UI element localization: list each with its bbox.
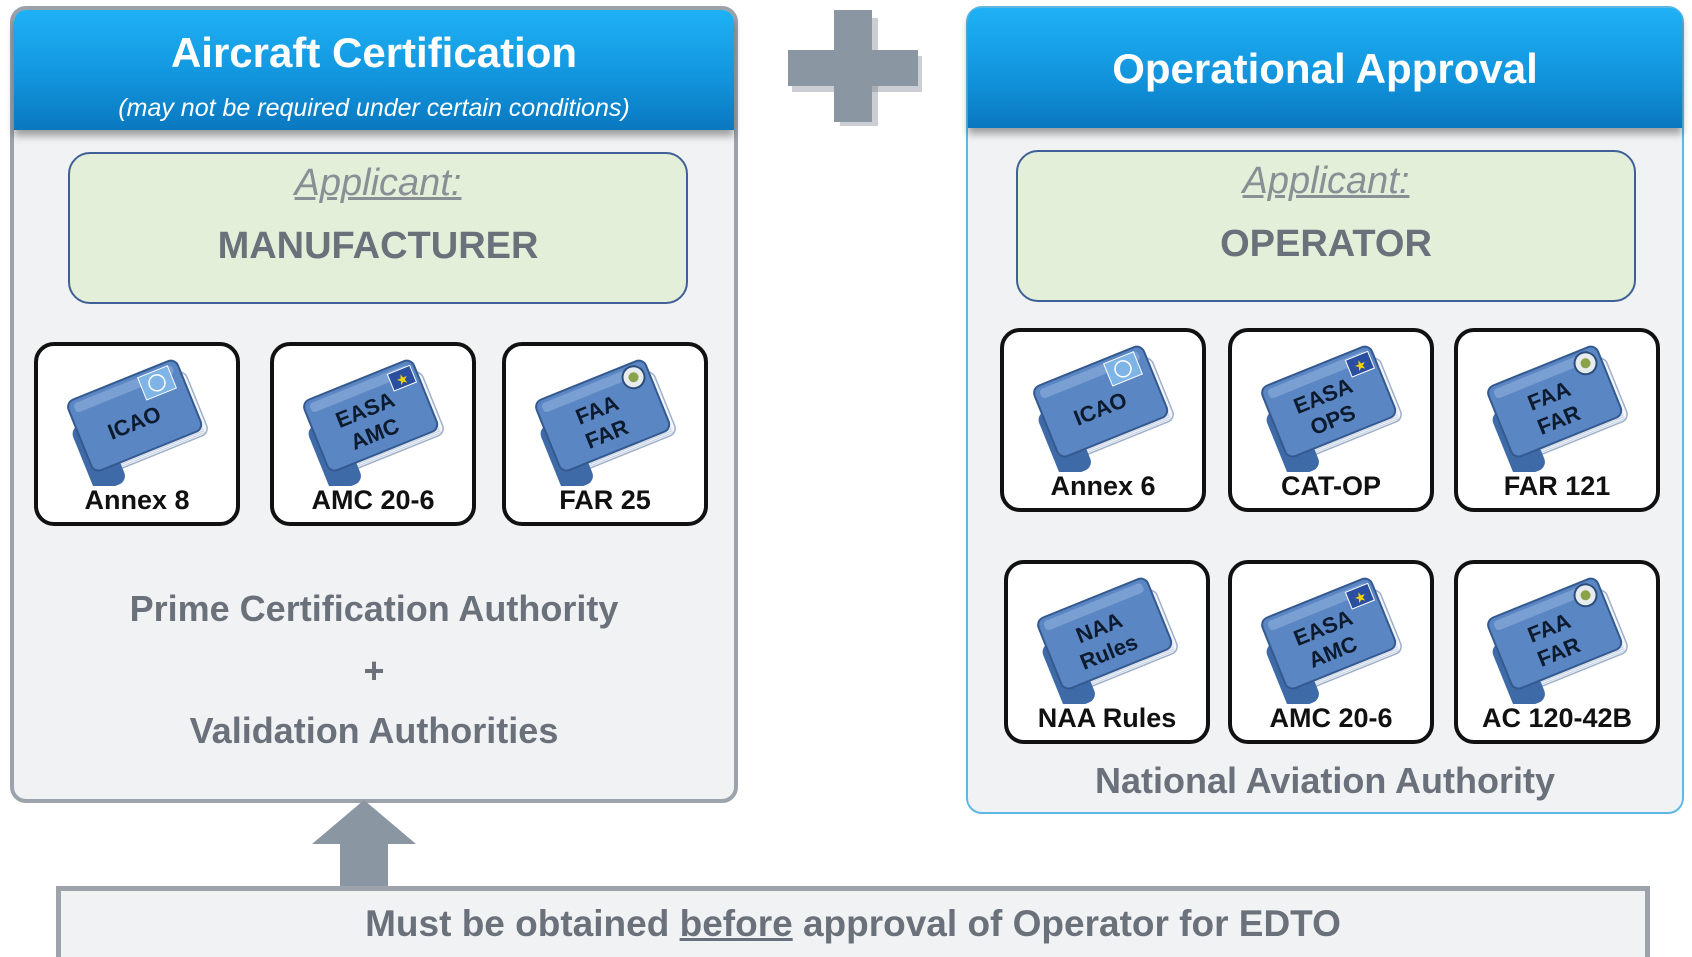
aircraft-certification-subtitle: (may not be required under certain condi… — [118, 94, 630, 122]
aircraft-certification-panel: Aircraft Certification (may not be requi… — [10, 6, 738, 803]
book-card-label: AC 120-42B — [1481, 703, 1633, 733]
operational-approval-panel: Operational Approval Applicant: OPERATOR… — [966, 6, 1684, 814]
manufacturer-applicant-box: Applicant: MANUFACTURER — [68, 152, 688, 304]
authority-plus-label: + — [363, 650, 385, 691]
prime-certification-authority-label: Prime Certification Authority — [129, 588, 619, 629]
operational-approval-header: Operational Approval — [968, 8, 1682, 128]
book-card-label: Annex 8 — [84, 485, 190, 515]
book-card-label: Annex 6 — [1050, 471, 1156, 501]
applicant-value: MANUFACTURER — [217, 225, 539, 267]
operational-approval-title: Operational Approval — [1112, 45, 1538, 92]
book-card-label: FAR 25 — [559, 485, 651, 515]
book-card-label: AMC 20-6 — [311, 485, 435, 515]
book-icon: ICAO — [1033, 345, 1174, 472]
book-icon: ICAO — [67, 359, 208, 486]
plus-icon — [788, 10, 922, 126]
book-card-label: FAR 121 — [1503, 471, 1611, 501]
operator-applicant-box: Applicant: OPERATOR — [1016, 150, 1636, 302]
book-card-annex-6: ICAO Annex 6 — [1000, 328, 1206, 512]
svg-text:★: ★ — [1352, 588, 1370, 608]
national-aviation-authority-label: National Aviation Authority — [1094, 760, 1555, 801]
aircraft-certification-title: Aircraft Certification — [170, 29, 578, 76]
book-card-label: AMC 20-6 — [1269, 703, 1393, 733]
edto-note-pre: Must be obtained — [365, 903, 680, 944]
applicant-label: Applicant: — [294, 162, 462, 204]
aircraft-certification-header: Aircraft Certification (may not be requi… — [14, 10, 734, 130]
edto-note-emphasis: before — [679, 903, 793, 944]
svg-text:★: ★ — [1352, 356, 1370, 376]
svg-text:★: ★ — [394, 370, 412, 390]
applicant-value: OPERATOR — [1220, 223, 1432, 265]
book-card-label: NAA Rules — [1037, 703, 1177, 733]
validation-authorities-label: Validation Authorities — [189, 710, 559, 751]
book-card-label: CAT-OP — [1281, 471, 1381, 501]
edto-note-bar: Must be obtained before approval of Oper… — [56, 886, 1650, 957]
applicant-label: Applicant: — [1242, 160, 1410, 202]
book-card-annex-8: ICAO Annex 8 — [34, 342, 240, 526]
edto-note-post: approval of Operator for EDTO — [792, 903, 1341, 944]
up-arrow-icon — [312, 800, 416, 890]
